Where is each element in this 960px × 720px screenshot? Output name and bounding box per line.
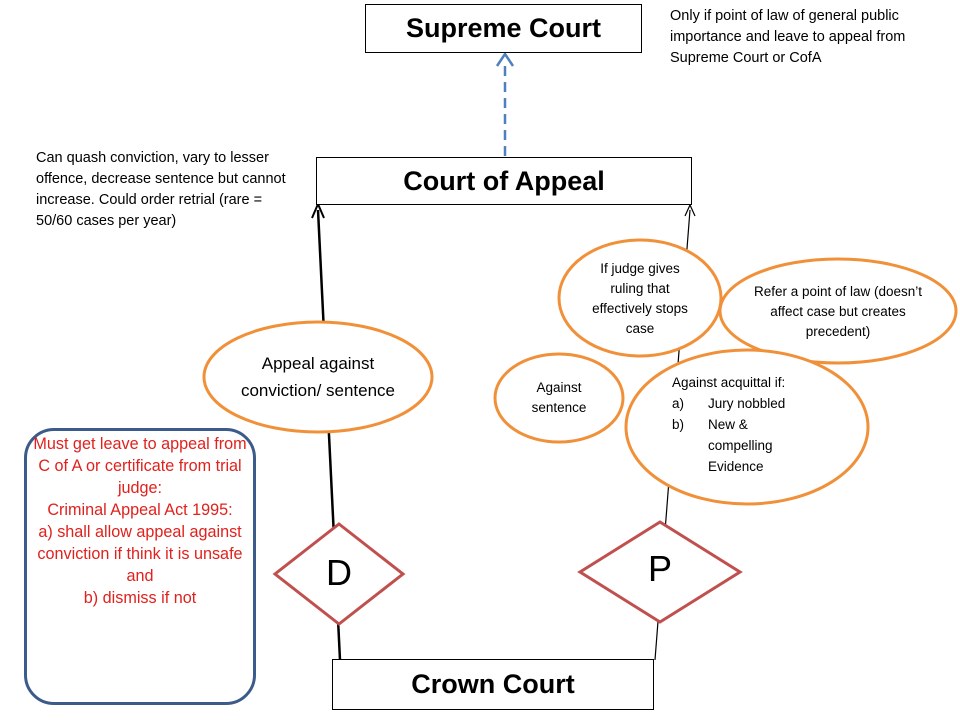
- oval-appeal-conviction: [202, 320, 434, 434]
- judge-ruling-text: If judge gives ruling that effectively s…: [592, 261, 688, 336]
- leave-to-appeal-box: Must get leave to appeal from C of A or …: [24, 428, 256, 705]
- acquittal-item-text: New & compelling Evidence: [708, 417, 773, 474]
- leave-text-line2: Criminal Appeal Act 1995:: [47, 501, 233, 519]
- supreme-court-label: Supreme Court: [405, 13, 602, 43]
- supreme-court-box: Supreme Court: [365, 4, 642, 53]
- acquittal-item-marker: a): [672, 396, 685, 411]
- acquittal-text: Against acquittal if: a) Jury nobbled b)…: [672, 372, 852, 477]
- acquittal-item-text: Jury nobbled: [708, 396, 786, 411]
- point-of-law-text: Refer a point of law (doesn’t affect cas…: [753, 284, 923, 339]
- dashed-arrow-head: [495, 51, 515, 67]
- prosecution-arrow-head: [684, 203, 696, 217]
- leave-text-line3: a) shall allow appeal against conviction…: [37, 523, 243, 585]
- acquittal-item: b) New & compelling Evidence: [672, 414, 852, 477]
- acquittal-item-marker: b): [672, 417, 685, 432]
- oval-against-acquittal: [624, 348, 870, 506]
- acquittal-intro: Against acquittal if:: [672, 375, 786, 390]
- leave-text-line4: b) dismiss if not: [83, 589, 197, 607]
- court-of-appeal-label: Court of Appeal: [403, 165, 605, 196]
- defence-diamond-label: D: [326, 552, 352, 593]
- leave-text-line1: Must get leave to appeal from C of A or …: [33, 435, 247, 497]
- crown-court-label: Crown Court: [411, 669, 575, 699]
- oval-against-sentence: [493, 352, 625, 444]
- acquittal-list: a) Jury nobbled b) New & compelling Evid…: [672, 393, 852, 477]
- appeal-powers-note: Can quash conviction, vary to lesser off…: [36, 150, 286, 229]
- oval-point-of-law: [718, 257, 958, 365]
- acquittal-item: a) Jury nobbled: [672, 393, 852, 414]
- prosecution-diamond-label: P: [647, 548, 672, 589]
- diamond-prosecution: [577, 520, 743, 624]
- crown-court-box: Crown Court: [332, 659, 654, 710]
- against-sentence-text: Against sentence: [531, 380, 587, 415]
- oval-judge-ruling: [557, 238, 723, 358]
- supreme-condition-note: Only if point of law of general public i…: [670, 8, 906, 66]
- defence-oval-text: Appeal against conviction/ sentence: [240, 354, 396, 400]
- court-of-appeal-box: Court of Appeal: [316, 157, 692, 205]
- diamond-defence: [272, 522, 406, 626]
